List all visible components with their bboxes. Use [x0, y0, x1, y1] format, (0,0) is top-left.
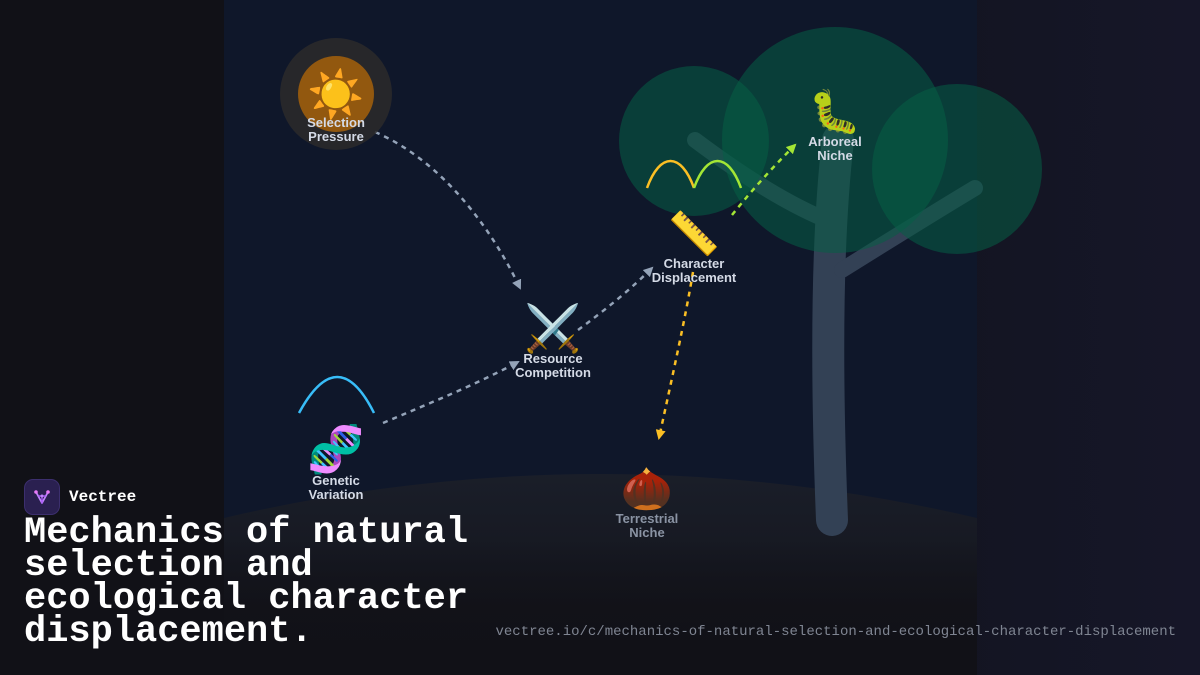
node-arboreal-niche: 🐛 Arboreal Niche [808, 87, 861, 163]
arboreal-trait-curve [692, 159, 743, 189]
brand: Vectree [24, 479, 136, 515]
left-dark-panel [0, 0, 224, 675]
node-character-displacement: 📏 Character Displacement [652, 209, 737, 285]
bottom-vignette [224, 540, 977, 675]
ruler-icon: 📏 [668, 209, 720, 258]
arboreal-niche-label-line2: Niche [817, 148, 852, 163]
resource-competition-label-line2: Competition [515, 365, 591, 380]
chestnut-icon: 🌰 [621, 465, 673, 512]
node-genetic-variation: 🧬 Genetic Variation [307, 421, 364, 502]
vectree-logo-icon [24, 479, 60, 515]
resource-competition-label-line1: Resource [523, 351, 582, 366]
caterpillar-icon: 🐛 [809, 87, 861, 136]
arrow-variation-to-competition [382, 360, 520, 425]
arboreal-niche-label-line1: Arboreal [808, 134, 861, 149]
arrow-pressure-to-competition [374, 130, 522, 290]
selection-pressure-label-line2: Pressure [308, 129, 364, 144]
sun-disc [298, 56, 374, 132]
node-terrestrial-niche: 🌰 Terrestrial Niche [616, 465, 679, 540]
character-displacement-label-line1: Character [664, 256, 725, 271]
dna-icon: 🧬 [307, 421, 364, 477]
arrow-displacement-to-arboreal [731, 143, 797, 216]
variation-bell-curve [297, 375, 376, 414]
terrestrial-niche-label-line2: Niche [629, 525, 664, 540]
page-title: Mechanics of natural selection and ecolo… [24, 512, 469, 653]
selection-pressure-label-line1: Selection [307, 115, 365, 130]
character-displacement-label-line2: Displacement [652, 270, 737, 285]
terrestrial-niche-label-line1: Terrestrial [616, 511, 679, 526]
sun-icon: ☀️ [307, 66, 364, 122]
canopy-left [619, 66, 769, 216]
genetic-variation-label-line2: Variation [309, 487, 364, 502]
node-selection-pressure: ☀️ Selection Pressure [280, 38, 392, 150]
brand-name: Vectree [69, 488, 137, 506]
crossed-swords-icon: ⚔️ [524, 302, 581, 355]
right-dark-panel [977, 0, 1200, 675]
canopy-right [872, 84, 1042, 254]
genetic-variation-label-line1: Genetic [312, 473, 360, 488]
terrestrial-trait-curve [645, 159, 696, 189]
page-url[interactable]: vectree.io/c/mechanics-of-natural-select… [495, 624, 1176, 640]
node-resource-competition: ⚔️ Resource Competition [515, 302, 591, 380]
tree-illustration [619, 27, 1042, 536]
